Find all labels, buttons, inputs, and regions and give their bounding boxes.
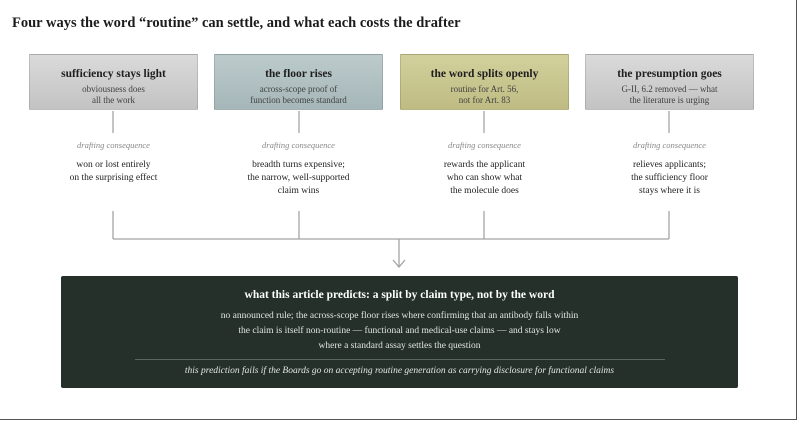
outcome-card-2: the floor rises across-scope proof of fu… xyxy=(214,54,383,110)
outcome-subtitle-3: routine for Art. 56, not for Art. 83 xyxy=(450,84,519,105)
consequence-4: drafting consequence relieves applicants… xyxy=(585,140,754,198)
consequence-text-3: rewards the applicant who can show what … xyxy=(443,160,526,196)
prediction-body: no announced rule; the across-scope floo… xyxy=(220,311,579,351)
prediction-title: what this article predicts: a split by c… xyxy=(244,289,555,301)
outcome-title-3: the word splits openly xyxy=(430,68,539,80)
outcome-subtitle-4: G-II, 6.2 removed — what the literature … xyxy=(621,84,718,105)
consequence-3: drafting consequence rewards the applica… xyxy=(400,140,569,198)
outcome-card-1: sufficiency stays light obviousness does… xyxy=(29,54,198,110)
arrow-head-icon xyxy=(392,259,406,268)
consequence-label-2: drafting consequence xyxy=(262,140,335,150)
prediction-falsifier-note: this prediction fails if the Boards go o… xyxy=(184,366,615,376)
consequence-text-2: breadth turns expensive; the narrow, wel… xyxy=(247,160,350,196)
outcome-card-4: the presumption goes G-II, 6.2 removed —… xyxy=(585,54,754,110)
prediction-panel: what this article predicts: a split by c… xyxy=(61,276,738,388)
outcome-title-1: sufficiency stays light xyxy=(61,68,166,80)
outcome-card-3: the word splits openly routine for Art. … xyxy=(400,54,569,110)
outcome-title-4: the presumption goes xyxy=(617,68,722,80)
outcome-subtitle-2: across-scope proof of function becomes s… xyxy=(250,84,347,105)
consequence-label-3: drafting consequence xyxy=(448,140,521,150)
consequence-label-4: drafting consequence xyxy=(633,140,706,150)
consequence-2: drafting consequence breadth turns expen… xyxy=(214,140,383,198)
consequence-text-1: won or lost entirely on the surprising e… xyxy=(69,160,158,183)
figure-title: Four ways the word “routine” can settle,… xyxy=(12,15,461,31)
consequence-label-1: drafting consequence xyxy=(77,140,150,150)
prediction-divider xyxy=(134,359,665,360)
consequence-1: drafting consequence won or lost entirel… xyxy=(29,140,198,185)
outcome-title-2: the floor rises xyxy=(265,68,332,80)
outcome-subtitle-1: obviousness does all the work xyxy=(82,84,145,105)
consequence-text-4: relieves applicants; the sufficiency flo… xyxy=(631,160,708,196)
